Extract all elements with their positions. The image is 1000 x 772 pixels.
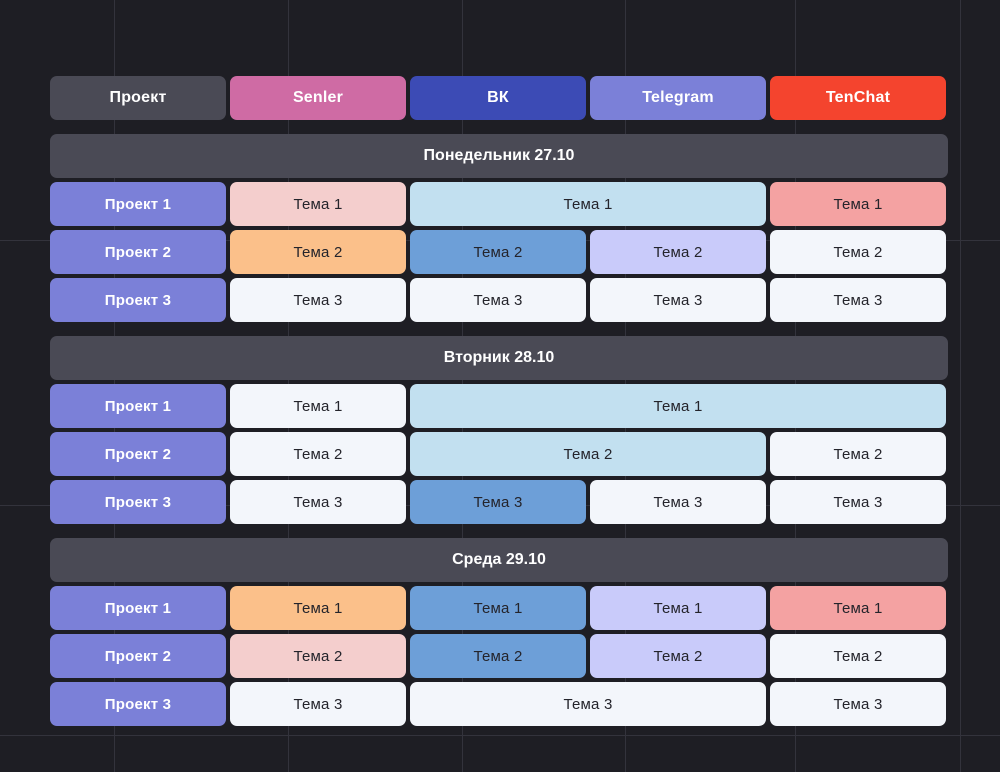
topic-cell[interactable]: Тема 3: [770, 682, 946, 726]
topic-cell[interactable]: Тема 2: [410, 230, 586, 274]
project-cell[interactable]: Проект 1: [50, 182, 226, 226]
topic-cell[interactable]: Тема 1: [410, 384, 946, 428]
project-cell[interactable]: Проект 1: [50, 384, 226, 428]
topic-cell[interactable]: Тема 2: [770, 432, 946, 476]
day-banner: Среда 29.10: [50, 538, 948, 582]
grid-vline: [960, 0, 961, 772]
topic-cell[interactable]: Тема 2: [770, 634, 946, 678]
column-header-vk[interactable]: ВК: [410, 76, 586, 120]
topic-cell[interactable]: Тема 2: [230, 230, 406, 274]
grid-hline: [0, 735, 1000, 736]
day-banner: Вторник 28.10: [50, 336, 948, 380]
topic-cell[interactable]: Тема 3: [590, 278, 766, 322]
project-cell[interactable]: Проект 2: [50, 230, 226, 274]
topic-cell[interactable]: Тема 3: [590, 480, 766, 524]
column-header-project[interactable]: Проект: [50, 76, 226, 120]
project-cell[interactable]: Проект 3: [50, 682, 226, 726]
topic-cell[interactable]: Тема 1: [410, 182, 766, 226]
topic-cell[interactable]: Тема 3: [230, 480, 406, 524]
topic-cell[interactable]: Тема 1: [590, 586, 766, 630]
topic-cell[interactable]: Тема 2: [230, 634, 406, 678]
project-cell[interactable]: Проект 2: [50, 634, 226, 678]
topic-cell[interactable]: Тема 3: [770, 480, 946, 524]
topic-cell[interactable]: Тема 2: [230, 432, 406, 476]
topic-cell[interactable]: Тема 1: [770, 586, 946, 630]
topic-cell[interactable]: Тема 1: [770, 182, 946, 226]
project-cell[interactable]: Проект 1: [50, 586, 226, 630]
topic-cell[interactable]: Тема 2: [590, 230, 766, 274]
project-cell[interactable]: Проект 2: [50, 432, 226, 476]
topic-cell[interactable]: Тема 3: [230, 278, 406, 322]
day-banner: Понедельник 27.10: [50, 134, 948, 178]
topic-cell[interactable]: Тема 2: [590, 634, 766, 678]
topic-cell[interactable]: Тема 1: [230, 182, 406, 226]
project-cell[interactable]: Проект 3: [50, 480, 226, 524]
topic-cell[interactable]: Тема 1: [230, 586, 406, 630]
topic-cell[interactable]: Тема 2: [770, 230, 946, 274]
column-header-tenchat[interactable]: TenChat: [770, 76, 946, 120]
project-cell[interactable]: Проект 3: [50, 278, 226, 322]
topic-cell[interactable]: Тема 3: [410, 682, 766, 726]
topic-cell[interactable]: Тема 1: [410, 586, 586, 630]
topic-cell[interactable]: Тема 3: [410, 480, 586, 524]
topic-cell[interactable]: Тема 2: [410, 634, 586, 678]
topic-cell[interactable]: Тема 3: [770, 278, 946, 322]
column-header-telegram[interactable]: Telegram: [590, 76, 766, 120]
topic-cell[interactable]: Тема 1: [230, 384, 406, 428]
column-header-senler[interactable]: Senler: [230, 76, 406, 120]
topic-cell[interactable]: Тема 3: [410, 278, 586, 322]
topic-cell[interactable]: Тема 2: [410, 432, 766, 476]
topic-cell[interactable]: Тема 3: [230, 682, 406, 726]
